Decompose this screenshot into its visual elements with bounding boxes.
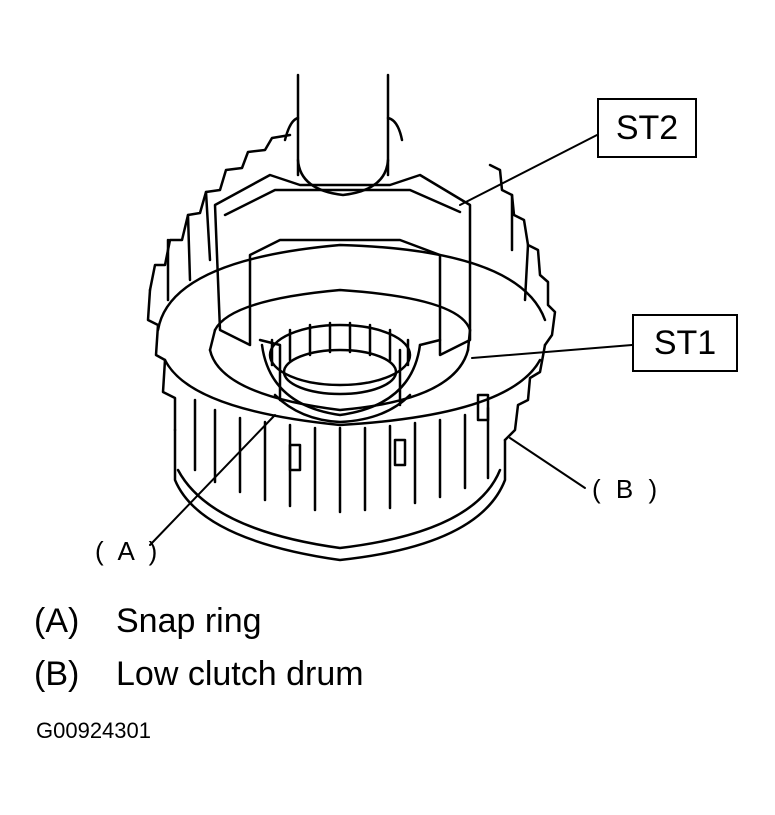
legend-item-snap-ring: (A) Snap ring — [34, 602, 262, 641]
st2-callout: ST2 — [597, 98, 697, 158]
leader-a — [149, 414, 276, 546]
leader-lines — [149, 134, 633, 546]
leader-b — [509, 437, 586, 489]
figure-code: G00924301 — [36, 718, 151, 743]
st1-callout: ST1 — [632, 314, 738, 372]
label-b: ( B ) — [592, 474, 662, 504]
leader-st1 — [471, 344, 633, 359]
st2-tool — [213, 73, 472, 407]
legend-item-low-clutch-drum: (B) Low clutch drum — [34, 655, 364, 694]
legend-key: (B) — [34, 655, 80, 693]
low-clutch-drum — [146, 133, 557, 562]
legend-key: (A) — [34, 602, 80, 640]
leader-st2 — [459, 134, 598, 206]
legend-text: Low clutch drum — [116, 655, 364, 693]
st1-tool — [260, 343, 422, 424]
legend-text: Snap ring — [116, 602, 262, 640]
label-a: ( A ) — [95, 536, 162, 566]
